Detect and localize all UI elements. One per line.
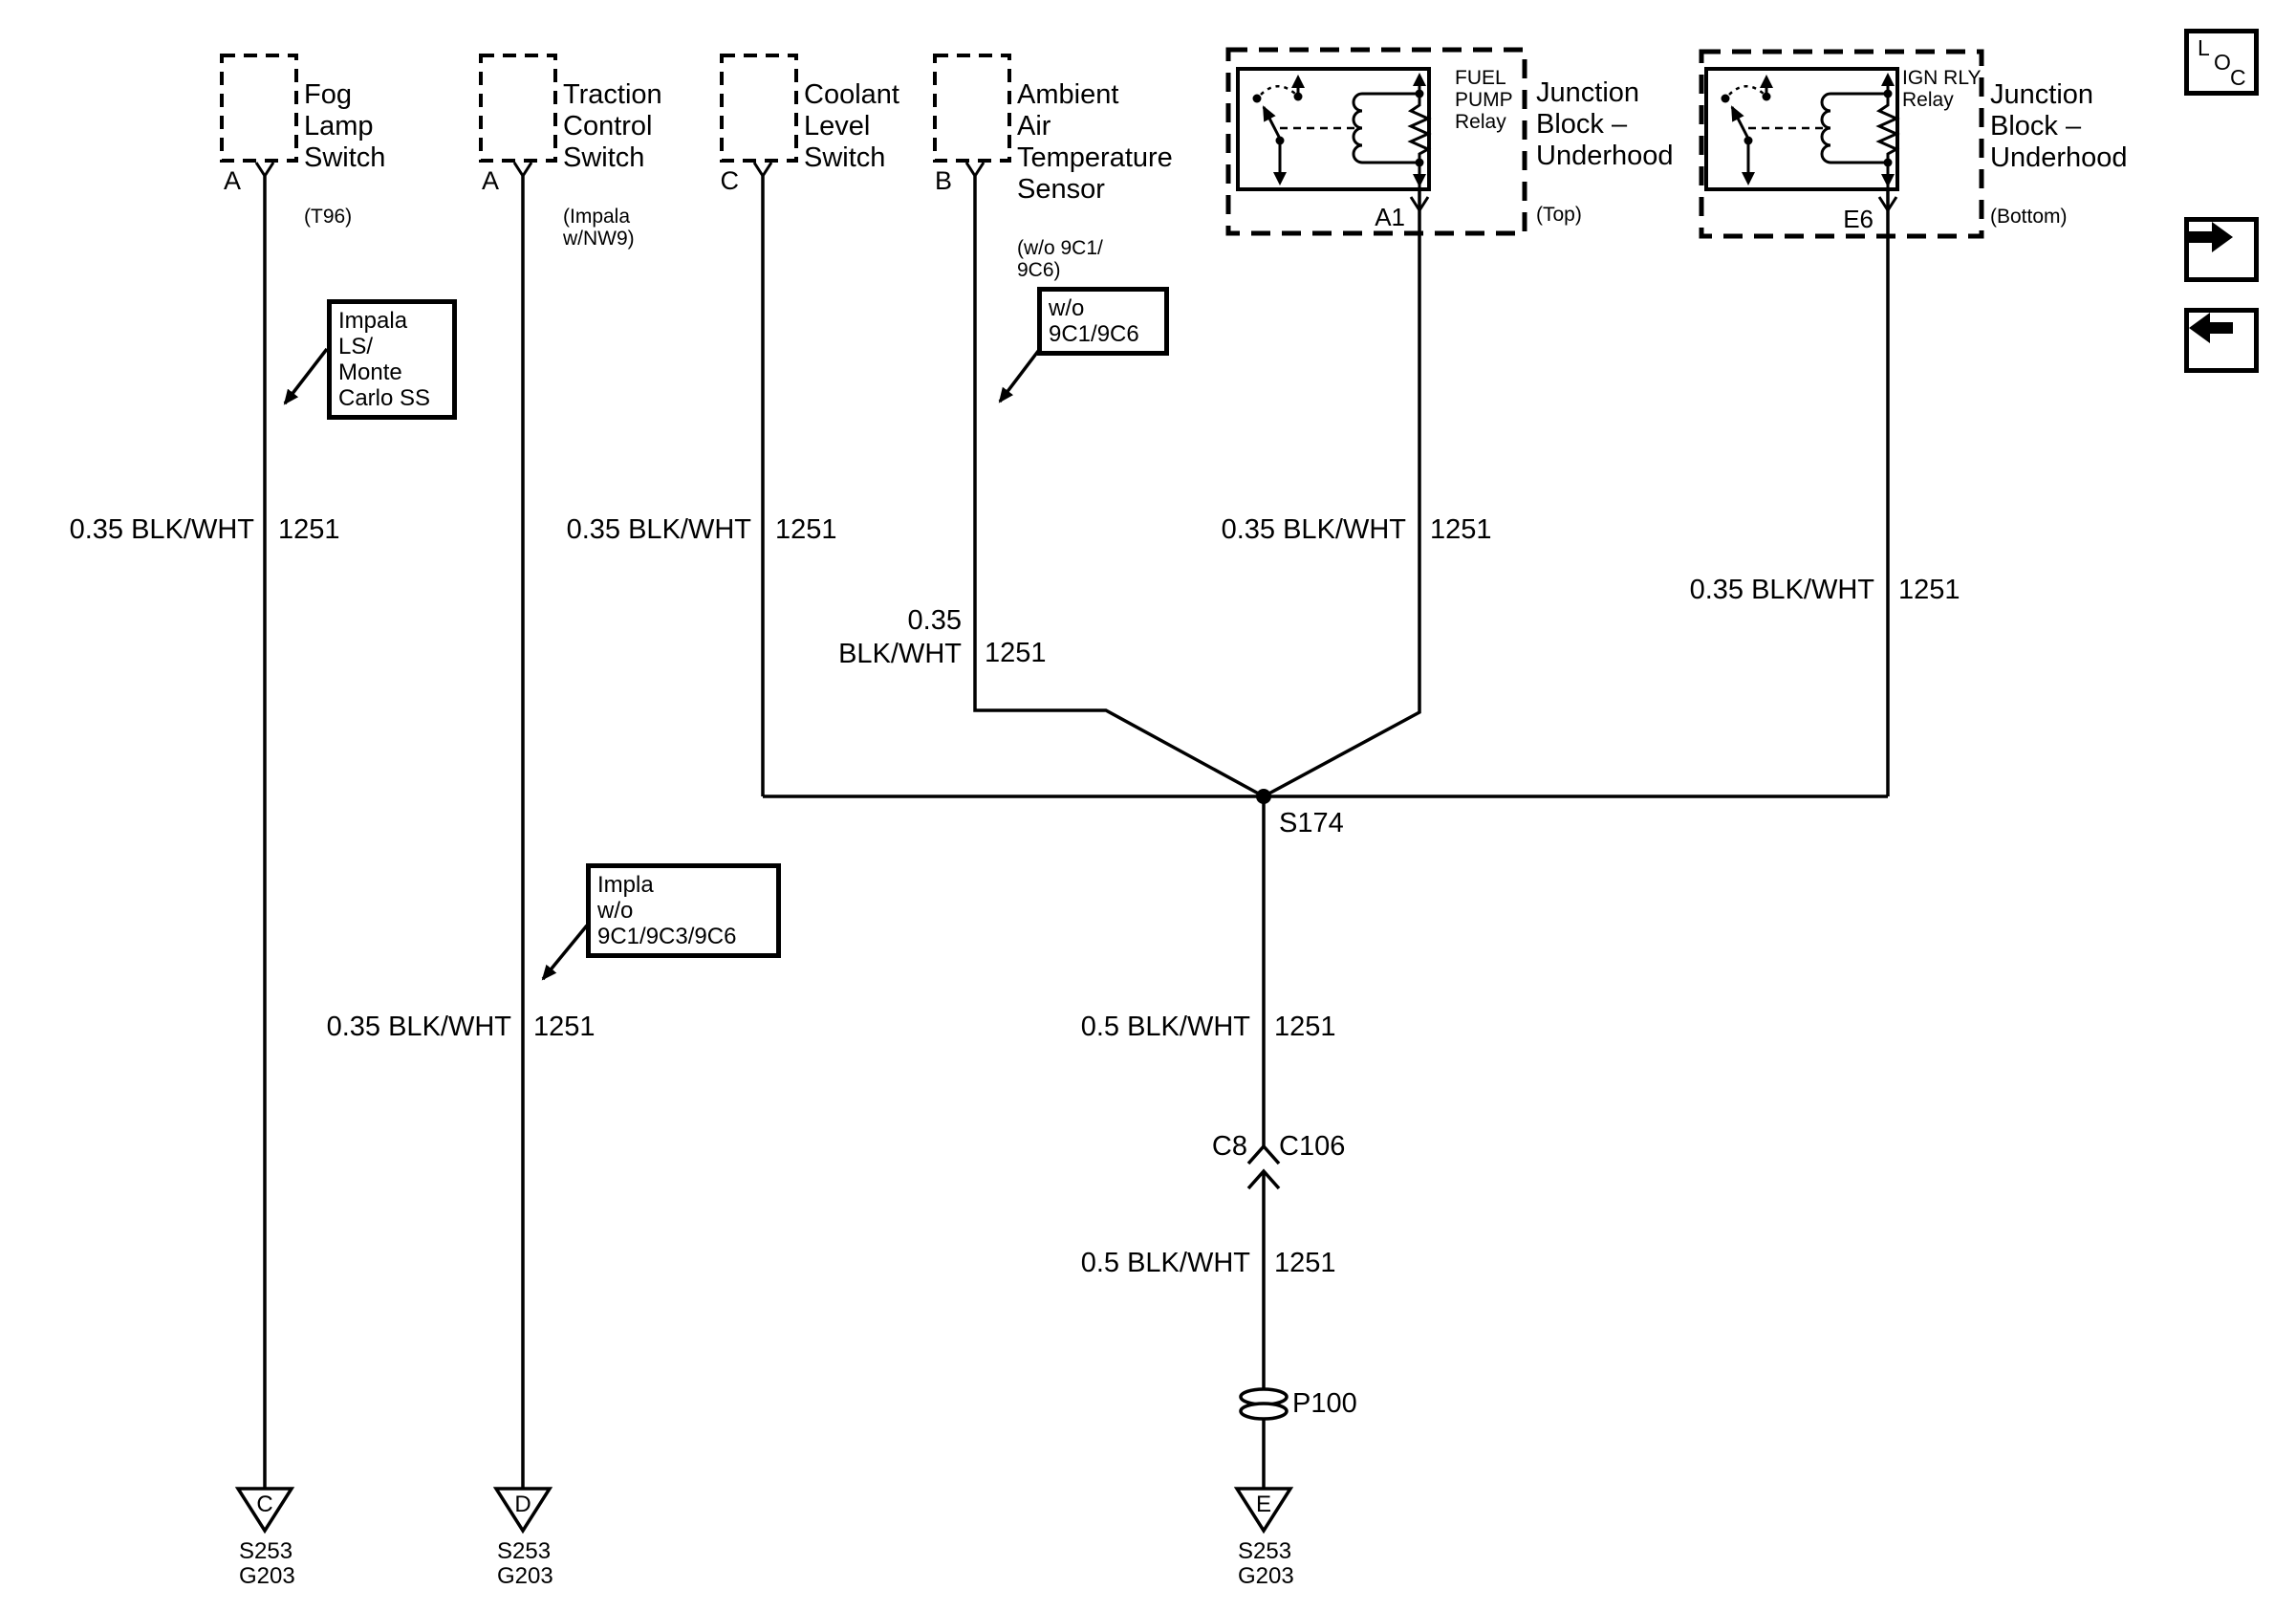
component-title: Junction Block – Underhood (1990, 79, 2128, 173)
ambient-air-temp-sensor-box (933, 54, 1011, 163)
component-subtitle: (Bottom) (1990, 206, 2068, 228)
component-subtitle: (Top) (1536, 204, 1582, 226)
splice-s174-dot (1256, 789, 1271, 804)
grommet-p100-symbol (1239, 1387, 1289, 1421)
wire-fuel-pump (1263, 187, 1421, 798)
component-subtitle: (w/o 9C1/ 9C6) (1017, 237, 1103, 281)
fog-lamp-switch-box (220, 54, 298, 163)
ground-c-triangle (234, 1487, 295, 1535)
connector-c106-label: C106 (1279, 1131, 1346, 1162)
left-arrow-icon (2189, 313, 2233, 343)
wire-spec-ambient: 0.35 BLK/WHT (838, 605, 962, 669)
pin-c-coolant: C (720, 166, 740, 195)
ambient-air-temp-sensor-label: Ambient Air Temperature Sensor (w/o 9C1/… (1017, 48, 1173, 313)
fuel-pump-relay-label: FUEL PUMP Relay (1455, 67, 1513, 133)
component-subtitle: (Impala w/NW9) (563, 206, 635, 250)
fog-lamp-switch-label: Fog Lamp Switch (T96) (304, 48, 385, 259)
inline-connector-symbol (1246, 1143, 1281, 1190)
loc-legend-button[interactable]: L O C (2184, 29, 2259, 96)
ground-e-ref: S253 G203 (1238, 1538, 1294, 1589)
ign-rly-relay-symbol (1704, 67, 1900, 191)
pin-b-ambient: B (934, 166, 952, 195)
pin-a-fog: A (223, 166, 241, 195)
wire-circuit-fog: 1251 (278, 514, 340, 545)
pin-a1-fuel-pump: A1 (1375, 203, 1405, 231)
junction-block-bottom-box (1699, 49, 1984, 239)
callout-impala-ls: Impala LS/ Monte Carlo SS (327, 299, 457, 420)
loc-letter-c: C (2230, 65, 2246, 90)
ground-c-letter: C (256, 1491, 273, 1517)
wire-spec-fuel-pump: 0.35 BLK/WHT (1221, 514, 1406, 545)
ground-e-triangle (1233, 1487, 1294, 1535)
splice-s174-label: S174 (1279, 808, 1344, 838)
ground-e-letter: E (1255, 1491, 1271, 1517)
pin-a-traction: A (481, 166, 499, 195)
wire-spec-splice-out: 0.5 BLK/WHT (1080, 1012, 1250, 1042)
ground-d-ref: S253 G203 (497, 1538, 553, 1589)
component-title: Junction Block – Underhood (1536, 77, 1674, 171)
wire-circuit-traction: 1251 (533, 1012, 596, 1042)
fuel-pump-relay-symbol (1236, 67, 1432, 191)
right-arrow-icon (2189, 222, 2233, 252)
loc-letter-o: O (2214, 50, 2231, 75)
coolant-level-switch-box (720, 54, 798, 163)
wire-spec-to-ground: 0.5 BLK/WHT (1080, 1248, 1250, 1278)
wire-circuit-splice-out: 1251 (1274, 1012, 1336, 1042)
grommet-p100-label: P100 (1292, 1388, 1357, 1419)
callout-impla: Impla w/o 9C1/9C3/9C6 (586, 863, 781, 958)
component-title: Coolant Level Switch (804, 79, 899, 173)
callout-wo-9c1-9c6: w/o 9C1/9C6 (1037, 287, 1169, 356)
traction-control-switch-box (479, 54, 557, 163)
component-title: Ambient Air Temperature Sensor (1017, 79, 1173, 205)
wire-spec-ign-relay: 0.35 BLK/WHT (1689, 575, 1874, 605)
wires (263, 176, 1890, 1489)
coolant-level-switch-label: Coolant Level Switch (804, 48, 899, 206)
wire-circuit-fuel-pump: 1251 (1430, 514, 1492, 545)
component-subtitle: (T96) (304, 206, 353, 228)
traction-control-switch-label: Traction Control Switch (Impala w/NW9) (563, 48, 662, 281)
wire-circuit-coolant: 1251 (775, 514, 837, 545)
wire-ambient (973, 176, 1265, 798)
junction-block-bottom-label: Junction Block – Underhood (Bottom) (1990, 48, 2128, 259)
wire-spec-fog: 0.35 BLK/WHT (69, 514, 254, 545)
ground-d-triangle (492, 1487, 553, 1535)
pin-e6-ign-rly: E6 (1843, 205, 1874, 233)
wire-circuit-ign-relay: 1251 (1898, 575, 1960, 605)
junction-block-top-label: Junction Block – Underhood (Top) (1536, 46, 1674, 257)
ign-rly-relay-label: IGN RLY Relay (1902, 67, 1982, 111)
ground-d-letter: D (514, 1491, 531, 1517)
ground-symbols (234, 1487, 1294, 1535)
wire-spec-coolant: 0.35 BLK/WHT (566, 514, 751, 545)
wire-circuit-ambient: 1251 (985, 638, 1047, 668)
connector-c8-label: C8 (1211, 1131, 1247, 1162)
previous-page-button[interactable] (2184, 308, 2259, 373)
loc-letter-l: L (2198, 35, 2210, 60)
callout-arrows (283, 347, 1041, 981)
terminal-symbols (254, 162, 1898, 211)
junction-block-top-box (1225, 47, 1527, 236)
component-title: Traction Control Switch (563, 79, 662, 173)
ground-c-ref: S253 G203 (239, 1538, 295, 1589)
component-title: Fog Lamp Switch (304, 79, 386, 173)
wire-spec-traction: 0.35 BLK/WHT (326, 1012, 511, 1042)
wire-circuit-to-ground: 1251 (1274, 1248, 1336, 1278)
next-page-button[interactable] (2184, 217, 2259, 282)
